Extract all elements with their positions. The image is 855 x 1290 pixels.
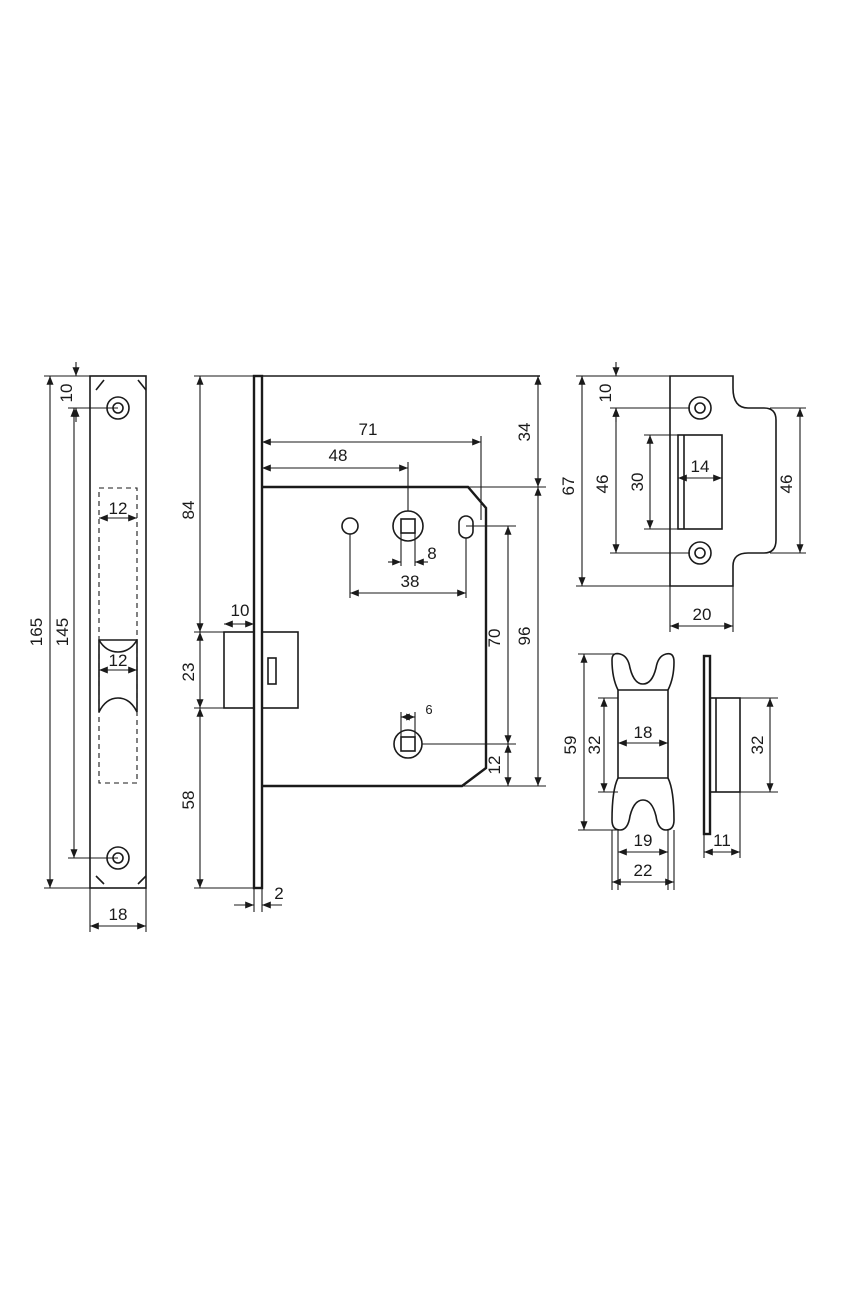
dim-label-12-top: 12 [109,499,128,518]
dim-label-145: 145 [53,618,72,646]
dim-label-46-left: 46 [593,475,612,494]
dim-label-10: 10 [57,384,76,403]
dim-label-38: 38 [401,572,420,591]
dim-label-2: 2 [274,884,283,903]
counter-hole-top-inner [694,402,706,414]
latch-spring [267,657,277,685]
strike-plate-view: 165 145 10 12 12 18 [27,362,147,932]
dim-label-84: 84 [179,501,198,520]
mount-hole-right [458,515,474,539]
latch-housing [261,631,299,709]
plate-corner-marks [95,379,147,885]
dim-label-12-bottom: 12 [485,756,504,775]
dim-label-lf-32: 32 [585,736,604,755]
dim-label-30: 30 [628,473,647,492]
dim-label-34: 34 [515,423,534,442]
dim-label-96: 96 [515,627,534,646]
latch-side-view: 32 11 [702,654,778,858]
strike-slot-dashed [98,487,138,784]
spindle-hub-bottom [393,729,423,759]
spindle-square-bottom [400,736,416,752]
dim-label-48: 48 [329,446,348,465]
dim-label-19: 19 [634,831,653,850]
dim-label-ls-32: 32 [748,736,767,755]
dim-label-latch-10: 10 [231,601,250,620]
latch-bolt [223,631,255,709]
dim-label-46-right: 46 [777,475,796,494]
dim-label-59: 59 [561,736,580,755]
strike-plate-outline [89,375,147,889]
counter-window [677,434,723,530]
counter-plate-view: 67 10 46 30 14 46 20 [559,362,806,632]
dim-label-6: 6 [425,702,432,717]
dim-label-71: 71 [359,420,378,439]
lock-body-view: 84 23 58 10 2 71 48 34 96 [179,374,546,912]
counter-hole-top [688,396,712,420]
dim-label-58: 58 [179,791,198,810]
dim-label-11: 11 [713,831,731,850]
dim-label-67: 67 [559,477,578,496]
dim-label-8: 8 [427,544,436,563]
latch-window-curve [98,639,138,653]
latch-side-bolt [709,697,741,793]
dim-label-165: 165 [27,618,46,646]
spindle-hub-top [392,510,424,542]
counter-hole-bottom [688,541,712,565]
dim-label-12-mid: 12 [109,651,128,670]
latch-window [98,639,138,713]
latch-side-plate [702,654,712,836]
mount-hole-left [341,517,359,535]
dim-label-14: 14 [691,457,710,476]
dim-label-lf-18: 18 [634,723,653,742]
dim-label-20: 20 [693,605,712,624]
spindle-square-top [400,518,416,534]
dim-label-70: 70 [485,629,504,648]
dim-label-22: 22 [634,861,653,880]
dim-label-18: 18 [109,905,128,924]
counter-plate-outline [669,375,777,587]
dim-label-23: 23 [179,663,198,682]
latch-front-view: 59 32 18 19 22 [561,652,675,890]
lock-case-outline [262,485,488,788]
dim-label-cp-10: 10 [596,384,615,403]
counter-hole-bottom-inner [694,547,706,559]
faceplate [252,374,264,890]
latch-front-outline [611,652,675,831]
